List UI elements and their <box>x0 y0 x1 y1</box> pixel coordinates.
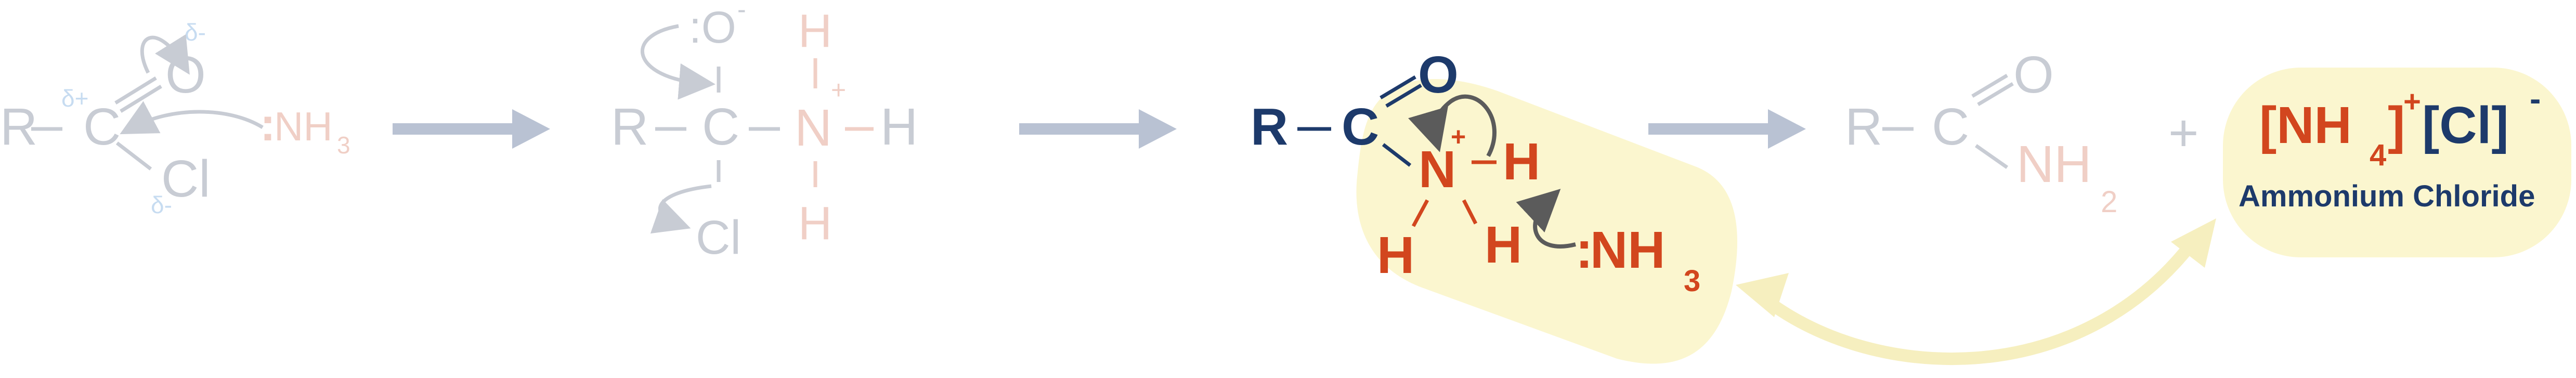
atom-r: R <box>0 98 37 156</box>
curly-arrow-nh-bond-to-n <box>1408 94 1497 157</box>
bond-n-h-mid <box>1462 199 1478 225</box>
curly-arrow-cl-leave <box>650 184 712 234</box>
bond-c-n <box>1382 143 1412 167</box>
atom-cl: Cl <box>696 211 741 264</box>
double-bond-c-o-1 <box>114 76 157 105</box>
atom-r: R <box>1845 98 1882 156</box>
atom-h-left: H <box>1377 226 1414 284</box>
bond-c-cl <box>115 141 152 171</box>
double-bond-c-o-1 <box>1971 73 2008 98</box>
atom-o: O <box>165 46 206 104</box>
nh4-bracket-close: ] <box>2388 96 2405 154</box>
nh3-subscript: 3 <box>1684 264 1700 298</box>
atom-h-mid: H <box>1485 216 1522 274</box>
atom-h-bottom: H <box>798 198 832 250</box>
step3-deprotonation: R C O N + H H H : NH 3 <box>1251 46 1738 364</box>
link-arrow-head-left <box>1736 273 1789 317</box>
plus-sign: + <box>2168 104 2198 162</box>
highlight-region <box>1356 79 1738 364</box>
atom-o: O <box>1418 46 1459 104</box>
reaction-arrow-3 <box>1648 109 1806 149</box>
nh3-nh: NH <box>1590 221 1665 279</box>
curly-arrow-pi-to-o <box>140 34 190 75</box>
atom-c: C <box>1342 98 1379 156</box>
step2-tetrahedral-intermediate: R C :O - Cl N + H H H <box>611 0 918 264</box>
atom-cl: Cl <box>161 150 210 208</box>
curly-arrow-nh3-to-c <box>120 101 264 135</box>
double-bond-c-o-2 <box>1385 83 1422 108</box>
link-arrow-head-right <box>2171 218 2216 268</box>
nh3-subscript: 3 <box>337 132 350 159</box>
lone-pair-dots: : <box>1576 221 1593 279</box>
bond-n-h-left <box>1411 199 1429 227</box>
reaction-arrow-2 <box>1019 109 1177 149</box>
bond-c-n <box>1974 144 2009 169</box>
atom-r: R <box>1251 98 1288 156</box>
atom-o: O <box>2013 46 2054 104</box>
salt-caption: Ammonium Chloride <box>2239 179 2535 213</box>
o-negative-charge: - <box>737 0 746 24</box>
atom-h-right: H <box>1503 133 1540 191</box>
double-bond-c-o-1 <box>1380 75 1416 100</box>
atom-h-right: H <box>880 98 918 156</box>
atom-r: R <box>611 98 648 156</box>
nh4-bracket: [NH <box>2259 96 2352 154</box>
delta-plus-label: δ+ <box>61 85 88 112</box>
double-bond-c-o-2 <box>1977 82 2014 107</box>
atom-o-lone-pair: :O <box>689 3 736 53</box>
curly-arrow-o-reform <box>640 24 715 100</box>
atom-n: N <box>795 99 832 157</box>
lone-pair-dots: : <box>260 99 276 151</box>
atom-c: C <box>83 98 121 156</box>
ammonium-chloride-salt: [NH 4 ] + [Cl] - Ammonium Chloride <box>2223 68 2571 257</box>
link-arrow-between-highlights <box>1736 218 2216 366</box>
chloride-ion: [Cl] <box>2422 96 2509 154</box>
atom-c: C <box>702 98 739 156</box>
step1-acyl-chloride: R C O Cl δ+ δ- δ- : NH 3 <box>0 19 350 218</box>
chloride-negative-charge: - <box>2530 80 2541 118</box>
n-positive-charge: + <box>1451 122 1466 151</box>
curly-arrow-nh3-to-h <box>1516 189 1576 249</box>
n-positive-charge: + <box>831 75 846 105</box>
atom-h-top: H <box>798 5 832 57</box>
nh4-subscript: 4 <box>2370 138 2386 172</box>
salt-highlight <box>2223 68 2571 257</box>
delta-minus-cl-label: δ- <box>151 191 172 218</box>
step4-amide-product: R C O NH 2 + <box>1845 46 2198 219</box>
atom-c: C <box>1932 98 1969 156</box>
nh4-positive-charge: + <box>2403 85 2421 119</box>
reaction-arrow-1 <box>393 109 550 149</box>
amide-subscript: 2 <box>2101 185 2117 219</box>
amide-nh: NH <box>2016 135 2091 193</box>
delta-minus-o-label: δ- <box>185 19 206 46</box>
double-bond-c-o-2 <box>120 85 162 113</box>
nh3-nh: NH <box>274 103 333 149</box>
